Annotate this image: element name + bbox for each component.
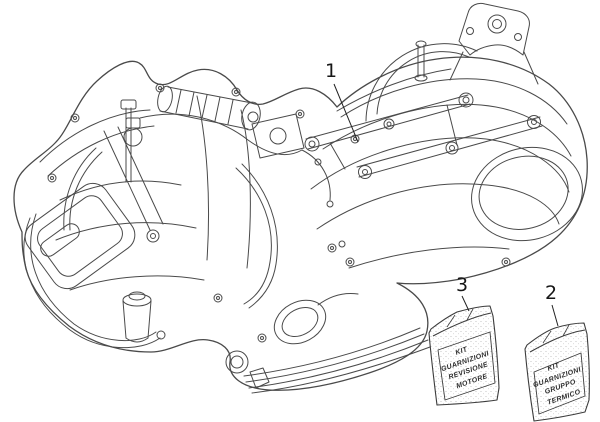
- gasket-kit-bag-overhaul: [428, 305, 500, 406]
- callout-2-leader: [551, 304, 559, 327]
- callout-1-leader: [333, 83, 359, 143]
- gasket-kit-bag-thermal: [524, 322, 590, 422]
- engine-illustration: [13, 2, 588, 394]
- callout-3-overhaul-kit[interactable]: 3: [455, 274, 469, 296]
- callout-2-thermal-kit[interactable]: 2: [544, 282, 558, 304]
- callout-1-engine[interactable]: 1: [324, 60, 338, 82]
- callout-3-leader: [461, 295, 470, 312]
